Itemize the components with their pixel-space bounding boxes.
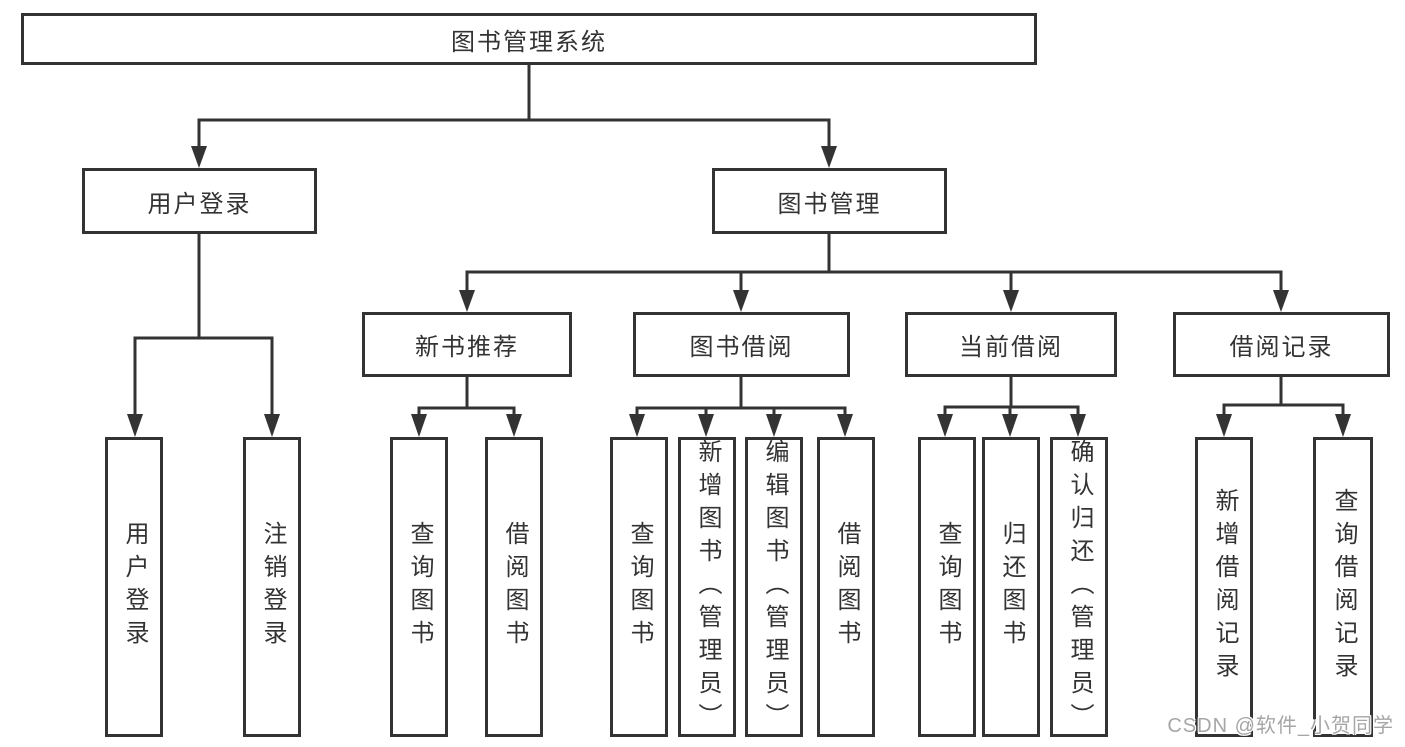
arrowhead xyxy=(629,414,645,437)
arrowhead xyxy=(1003,290,1019,312)
connector-records-to-leaves xyxy=(1222,375,1345,419)
arrowhead xyxy=(506,414,522,437)
leaf-records-add-record: 新增借阅记录 xyxy=(1195,437,1253,737)
node-label: 新增借阅记录 xyxy=(1211,488,1238,686)
leaf-newbook-query-books: 查询图书 xyxy=(390,437,448,737)
connector-borrowing-to-leaves xyxy=(635,375,847,419)
leaf-current-return-books: 归还图书 xyxy=(982,437,1040,737)
leaf-borrowing-add-books-admin: 新增图书（管理员） xyxy=(678,437,736,737)
arrowhead xyxy=(411,414,427,437)
arrowhead xyxy=(1216,414,1232,437)
node-label: 查询图书 xyxy=(934,521,961,653)
connector-current-to-leaves xyxy=(943,375,1080,419)
node-label: 用户登录 xyxy=(121,521,148,653)
connector-bookmgmt-to-level3 xyxy=(465,232,1283,293)
arrowhead xyxy=(1335,414,1351,437)
arrowhead xyxy=(766,414,782,437)
node-label: 借阅记录 xyxy=(1229,334,1334,361)
arrowhead xyxy=(733,290,749,312)
node-label: 确认归还（管理员） xyxy=(1066,438,1093,736)
node-label: 查询借阅记录 xyxy=(1330,488,1357,686)
arrowhead xyxy=(1002,414,1018,437)
node-label: 注销登录 xyxy=(259,521,286,653)
connector-root-to-level2 xyxy=(197,63,831,150)
leaf-borrowing-edit-books-admin: 编辑图书（管理员） xyxy=(745,437,803,737)
leaf-records-query-record: 查询借阅记录 xyxy=(1313,437,1373,737)
arrowhead xyxy=(837,414,853,437)
node-label: 新书推荐 xyxy=(415,334,519,361)
leaf-newbook-borrow-books: 借阅图书 xyxy=(485,437,543,737)
connector-userlogin-to-leaves xyxy=(133,232,274,418)
node-user-login-group: 用户登录 xyxy=(82,168,317,234)
node-new-book-recommend: 新书推荐 xyxy=(362,312,572,377)
connector-newbooks-to-leaves xyxy=(417,375,516,419)
node-label: 图书借阅 xyxy=(689,334,794,361)
arrowhead xyxy=(698,414,714,437)
arrowhead xyxy=(1070,414,1086,437)
node-book-borrowing: 图书借阅 xyxy=(633,312,850,377)
node-label: 借阅图书 xyxy=(833,521,860,653)
leaf-current-confirm-return-admin: 确认归还（管理员） xyxy=(1050,437,1108,737)
node-label: 新增图书（管理员） xyxy=(694,438,721,736)
arrowhead xyxy=(459,290,475,312)
arrowhead xyxy=(937,414,953,437)
node-label: 编辑图书（管理员） xyxy=(761,438,788,736)
arrowhead xyxy=(1273,290,1289,312)
leaf-logout: 注销登录 xyxy=(243,437,301,737)
node-borrowing-records: 借阅记录 xyxy=(1173,312,1390,377)
csdn-watermark: CSDN @软件_小贺同学 xyxy=(1167,715,1394,737)
node-current-borrowing: 当前借阅 xyxy=(905,312,1117,377)
node-label: 借阅图书 xyxy=(501,521,528,653)
node-label: 当前借阅 xyxy=(959,334,1063,361)
arrowhead xyxy=(264,414,280,437)
node-root-system: 图书管理系统 xyxy=(21,13,1037,65)
node-label: 图书管理 xyxy=(777,190,882,218)
leaf-borrowing-query-books: 查询图书 xyxy=(610,437,668,737)
node-label: 图书管理系统 xyxy=(451,28,607,56)
leaf-current-query-books: 查询图书 xyxy=(918,437,976,737)
arrowhead xyxy=(821,146,837,168)
node-label: 用户登录 xyxy=(147,190,252,218)
arrowhead xyxy=(191,146,207,168)
leaf-user-login: 用户登录 xyxy=(105,437,163,737)
arrowhead xyxy=(127,414,143,437)
node-label: 查询图书 xyxy=(406,521,433,653)
node-label: 归还图书 xyxy=(998,521,1025,653)
node-book-management: 图书管理 xyxy=(712,168,947,234)
leaf-borrowing-borrow-books: 借阅图书 xyxy=(817,437,875,737)
node-label: 查询图书 xyxy=(626,521,653,653)
